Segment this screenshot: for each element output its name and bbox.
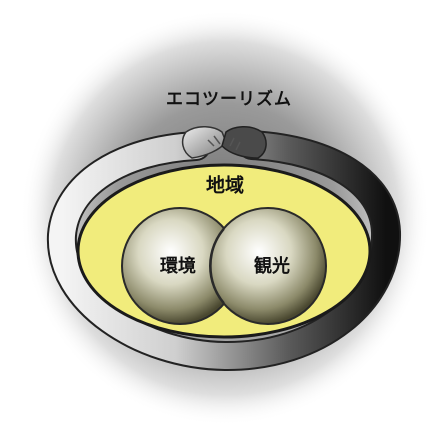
ecotourism-label: エコツーリズム: [166, 89, 292, 110]
clasped-hands-icon: [181, 126, 267, 159]
outer-ring: [46, 130, 401, 372]
region-label: 地域: [205, 174, 245, 197]
sphere-overlap-edge: [209, 228, 225, 304]
environment-label: 環境: [160, 256, 196, 277]
tourism-label: 観光: [254, 256, 290, 277]
